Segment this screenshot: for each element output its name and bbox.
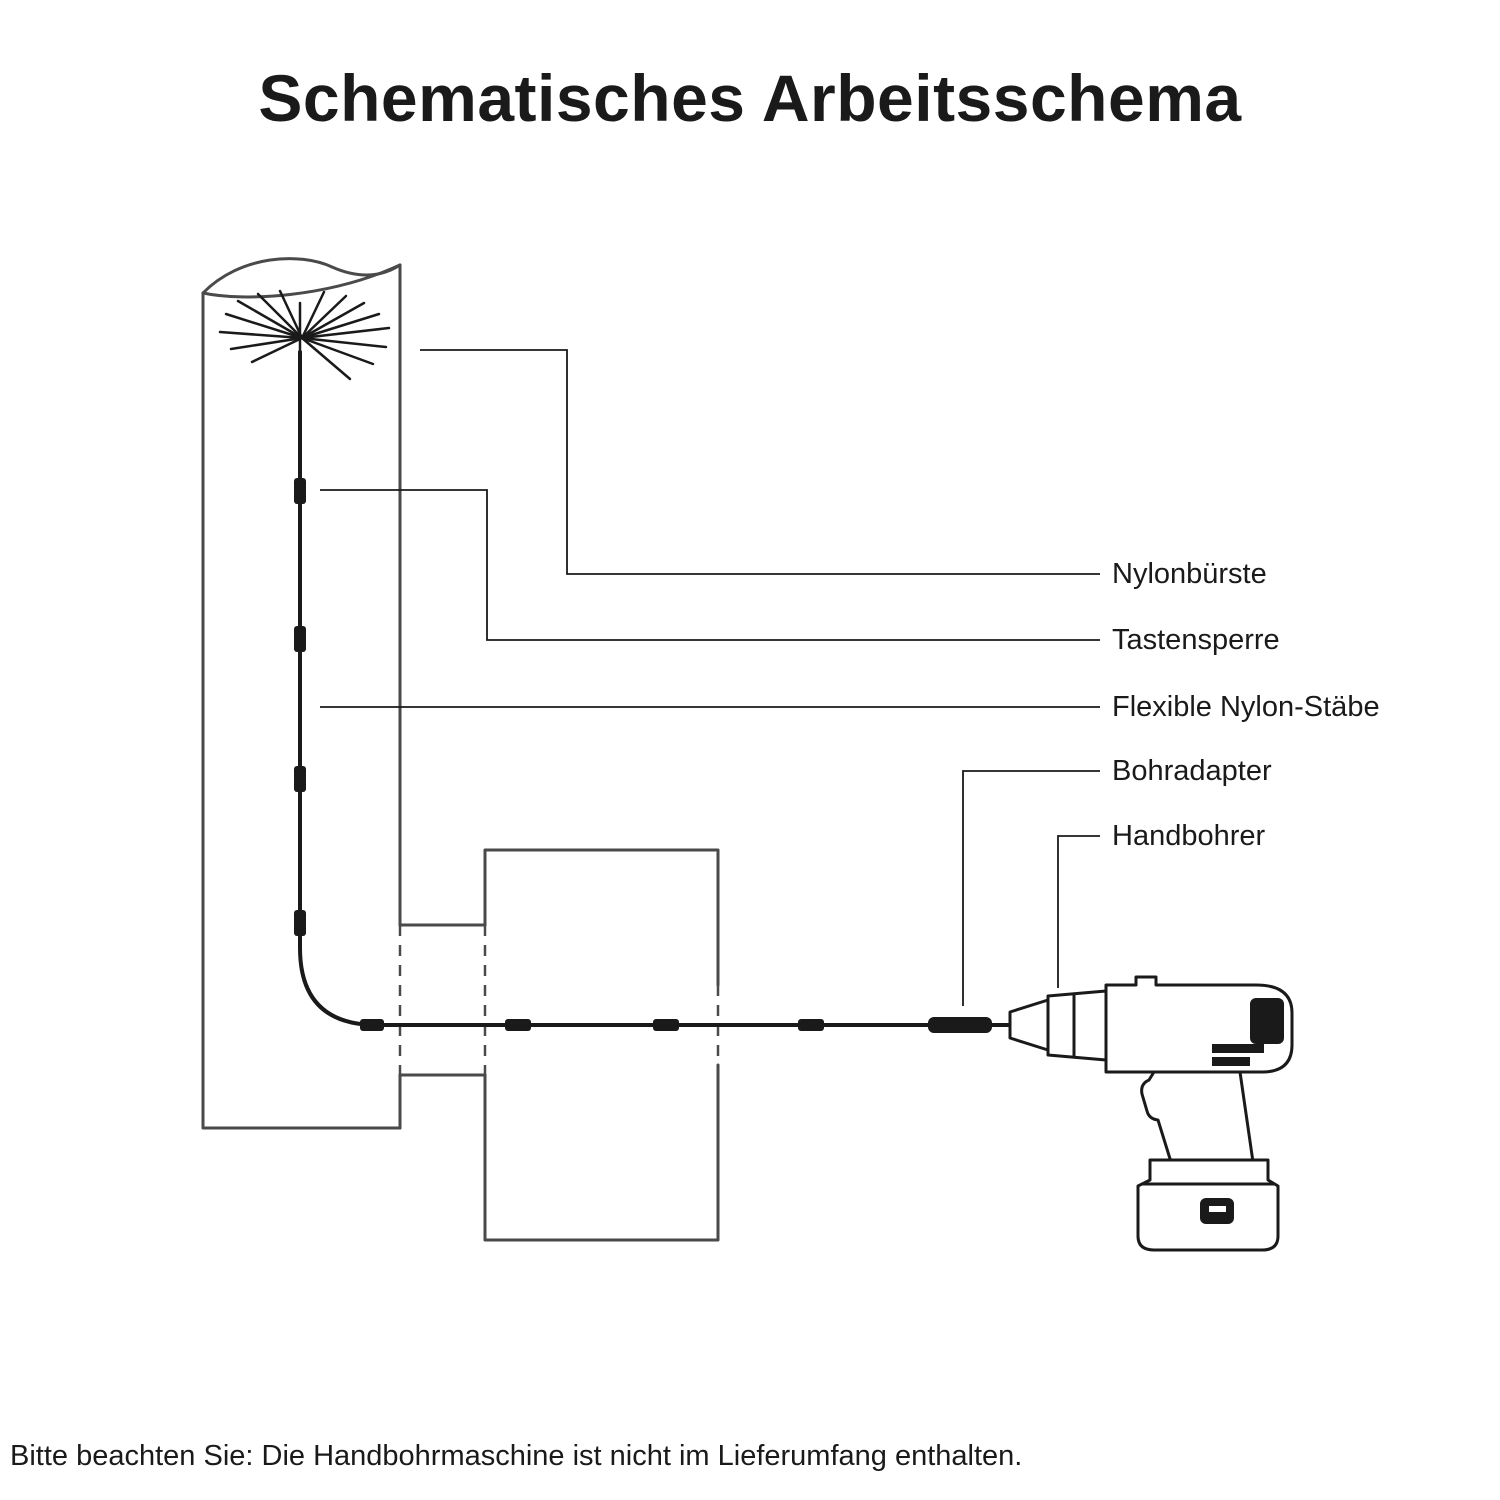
hidden-edges-dashed [398,925,720,1075]
label-tastensperre: Tastensperre [1112,624,1280,656]
drill-label-bar [1212,1057,1250,1066]
rod-connector [294,766,306,792]
leader-tastensperre [320,489,1100,641]
label-handbohrer: Handbohrer [1112,820,1266,852]
drill-chuck-tip [1008,998,1050,1052]
drill-chuck [1046,989,1108,1062]
drill-adapter [928,1017,992,1033]
leader-bohradapter [962,770,1100,1006]
chimney-outline [201,257,487,1130]
rod-connector [798,1019,824,1031]
label-bohradapter: Bohradapter [1112,755,1272,787]
leader-lines [320,349,1100,1006]
page-title: Schematisches Arbeitsschema [258,61,1242,135]
battery-button-slot [1209,1206,1226,1212]
nylon-brush [218,289,391,381]
leader-handbohrer [1057,835,1100,988]
leader-nylonbuerste [420,349,1100,575]
label-nylonbuerste: Nylonbürste [1112,558,1267,590]
drill-vent [1250,998,1284,1044]
wall-box-outline [483,848,720,1242]
drill-label-bar [1212,1044,1264,1053]
drill-handle [1140,1070,1173,1164]
hand-drill [1008,975,1294,1252]
rod-connector [653,1019,679,1031]
rod-connector [505,1019,531,1031]
rod-connector [294,626,306,652]
flexible-nylon-rods [294,350,1014,1033]
rod-connector [294,478,306,504]
rod-connector [294,910,306,936]
label-flexible-nylon-staebe: Flexible Nylon-Stäbe [1112,691,1380,723]
footer-note: Bitte beachten Sie: Die Handbohrmaschine… [10,1440,1023,1472]
rod-connector [360,1019,384,1031]
